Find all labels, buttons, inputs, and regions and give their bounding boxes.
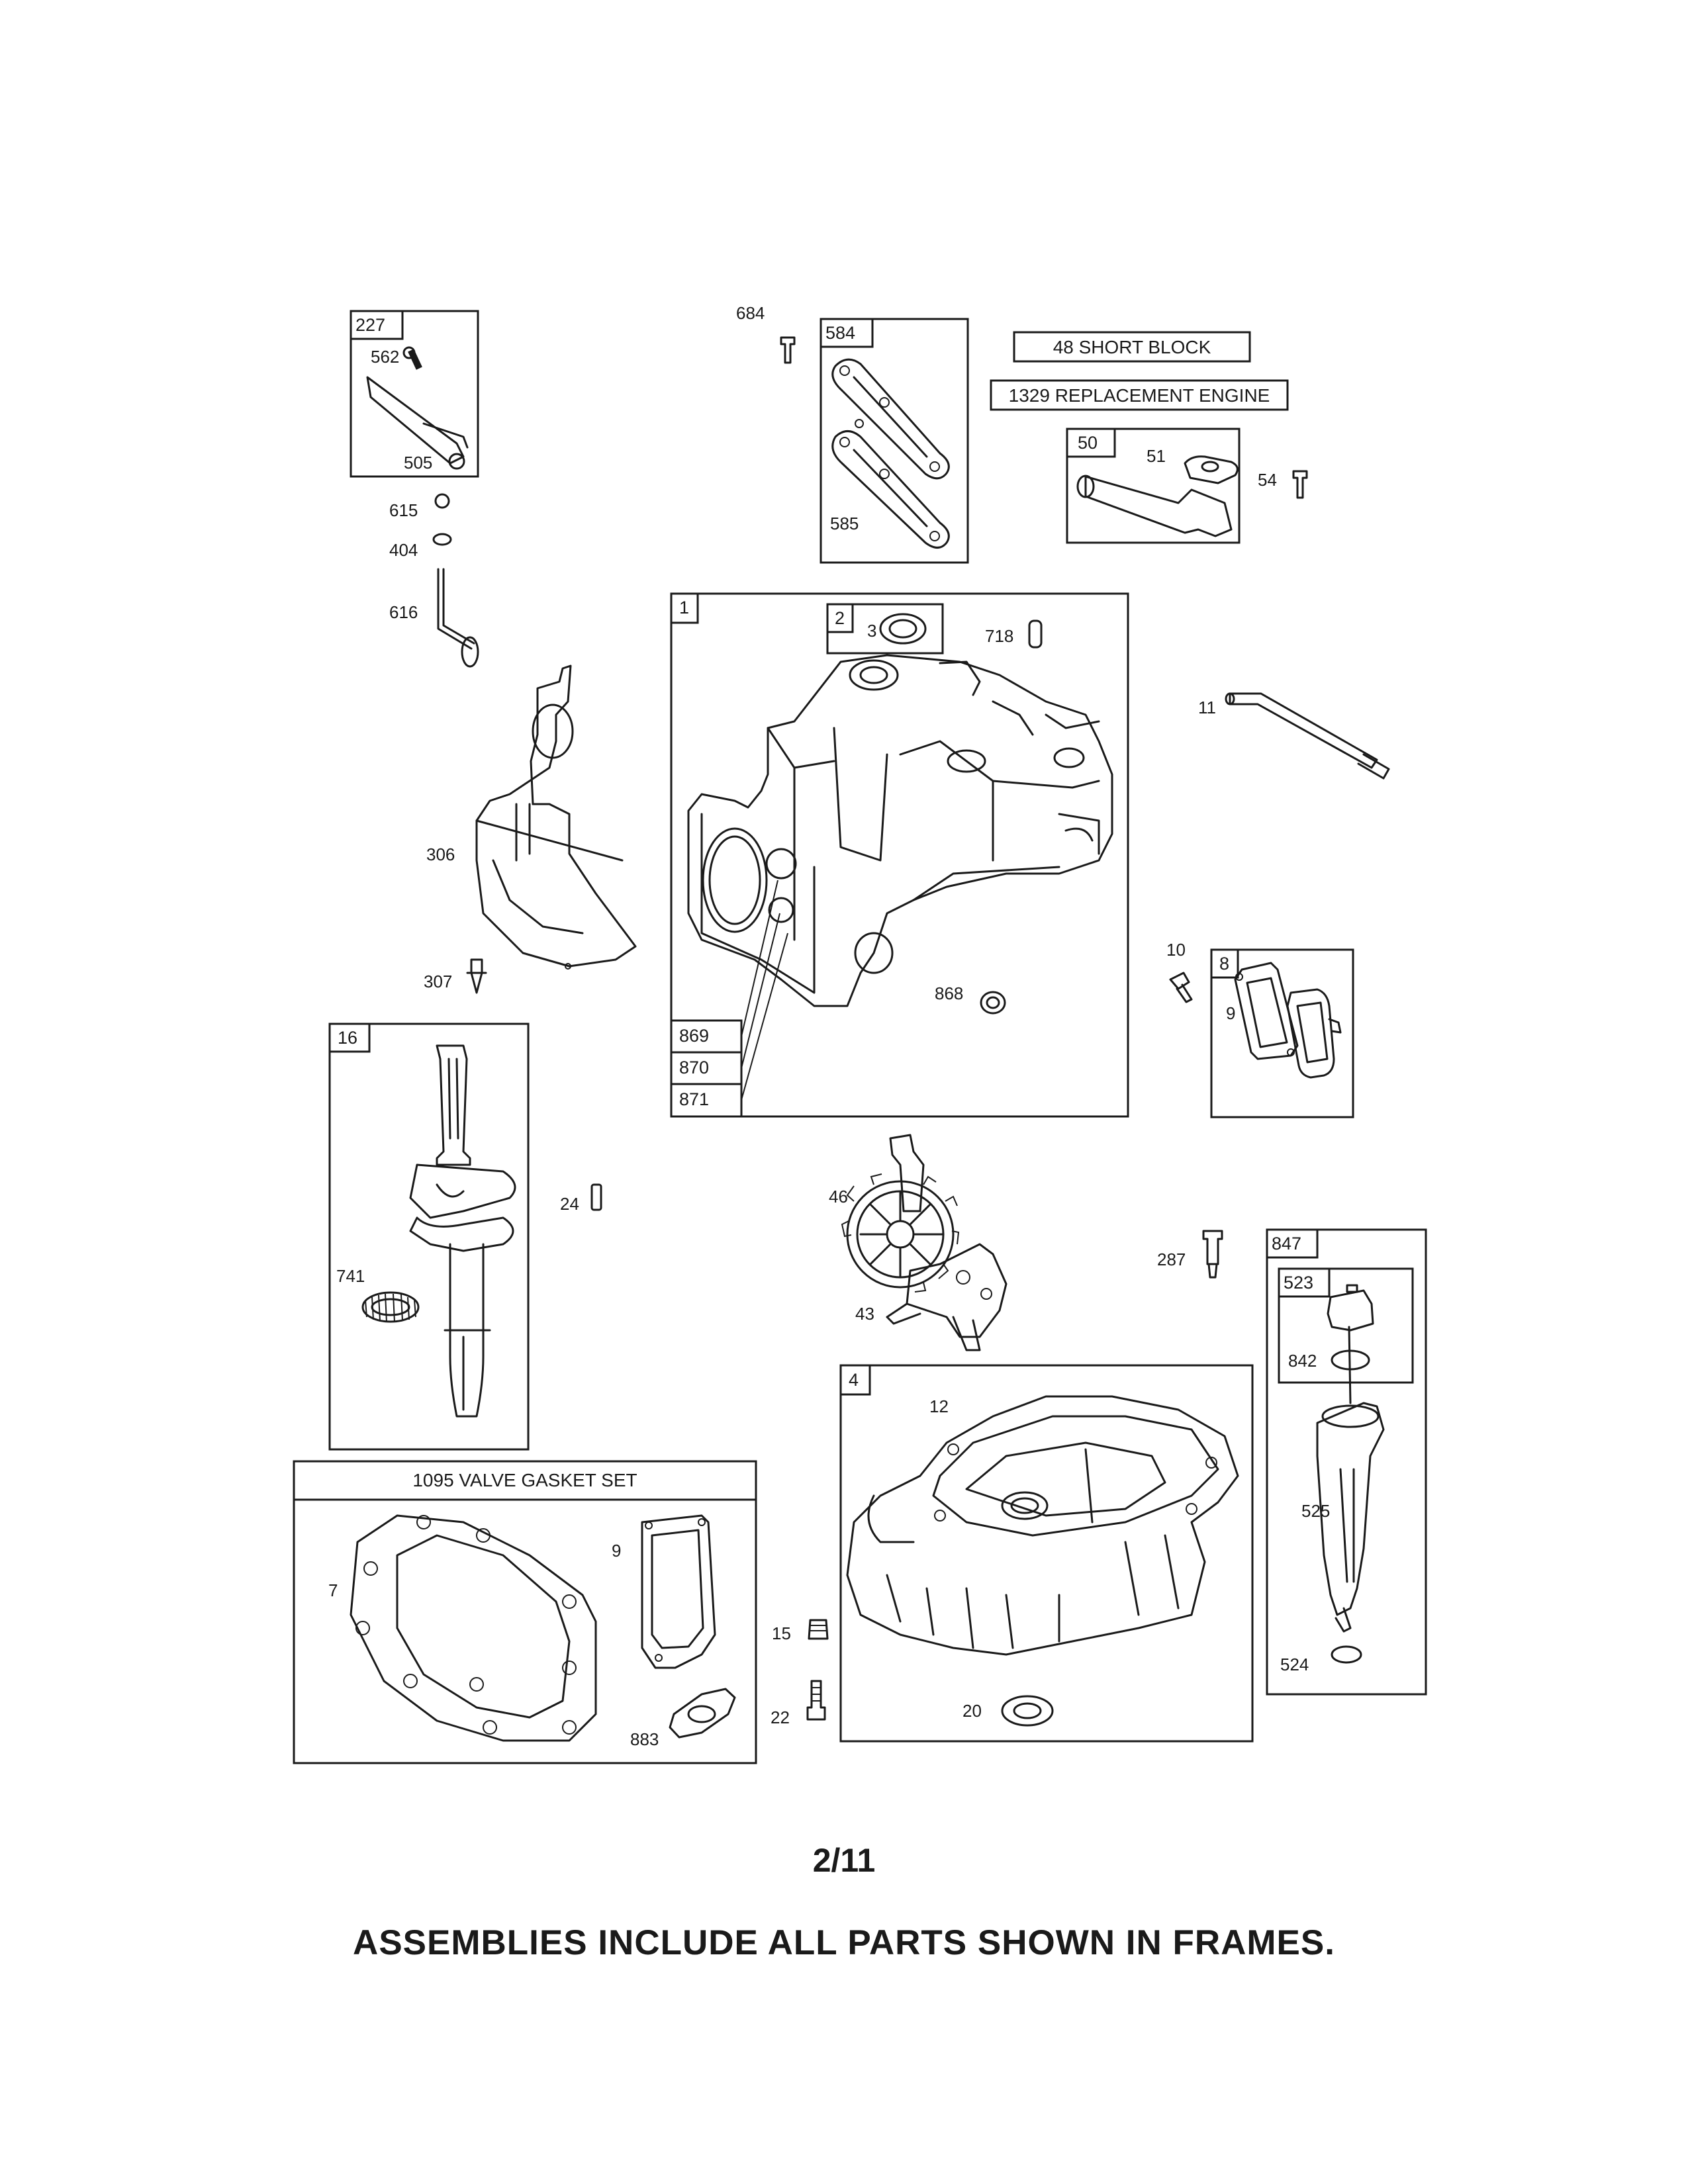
part-585: 585 bbox=[830, 514, 859, 533]
frame-523 bbox=[1278, 1267, 1414, 1384]
part-718: 718 bbox=[985, 626, 1014, 646]
valve-gasket-set-label: 1095 VALVE GASKET SET bbox=[412, 1470, 637, 1490]
part-9-breather: 9 bbox=[1226, 1003, 1236, 1023]
assemblies-note: ASSEMBLIES INCLUDE ALL PARTS SHOWN IN FR… bbox=[353, 1923, 1335, 1962]
part-3: 3 bbox=[867, 621, 877, 641]
part-741: 741 bbox=[336, 1266, 365, 1286]
part-54: 54 bbox=[1258, 470, 1277, 490]
dipstick-assembly bbox=[1316, 1284, 1385, 1664]
part-24: 24 bbox=[560, 1194, 579, 1214]
short-block-label: 48 SHORT BLOCK bbox=[1053, 337, 1211, 357]
part-46: 46 bbox=[829, 1187, 848, 1206]
frame-847 bbox=[1266, 1228, 1427, 1696]
governor-lever-parts bbox=[366, 346, 479, 668]
camshaft-governor bbox=[841, 1134, 1223, 1351]
breather-cover-parts bbox=[1169, 962, 1342, 1079]
frame-16 bbox=[328, 1023, 530, 1451]
part-562: 562 bbox=[371, 347, 400, 367]
part-404: 404 bbox=[389, 540, 418, 560]
part-883: 883 bbox=[630, 1729, 659, 1749]
frame-tag-847: 847 bbox=[1272, 1234, 1302, 1253]
part-307: 307 bbox=[424, 972, 453, 991]
frame-tag-227: 227 bbox=[355, 315, 386, 335]
frame-tag-4: 4 bbox=[849, 1370, 859, 1390]
intake-gaskets bbox=[780, 336, 950, 549]
frame-tag-16: 16 bbox=[338, 1028, 358, 1048]
part-10: 10 bbox=[1166, 940, 1186, 960]
frame-50 bbox=[1066, 428, 1241, 544]
frame-tag-523: 523 bbox=[1284, 1273, 1314, 1293]
part-505: 505 bbox=[404, 453, 433, 473]
frame-tag-8: 8 bbox=[1219, 954, 1230, 974]
frame-4 bbox=[839, 1364, 1254, 1743]
oil-sump bbox=[806, 1395, 1239, 1727]
frame-1095 bbox=[293, 1460, 757, 1764]
frame-tag-50: 50 bbox=[1078, 433, 1098, 453]
part-51: 51 bbox=[1147, 446, 1166, 466]
part-11: 11 bbox=[1198, 698, 1216, 717]
dipstick-tube-11 bbox=[1225, 692, 1390, 780]
part-7: 7 bbox=[328, 1580, 338, 1600]
part-615: 615 bbox=[389, 500, 418, 520]
breather-assembly bbox=[1076, 455, 1308, 537]
cylinder-block bbox=[687, 613, 1113, 1101]
part-616: 616 bbox=[389, 602, 418, 622]
replacement-engine-label: 1329 REPLACEMENT ENGINE bbox=[1008, 385, 1270, 406]
frame-8 bbox=[1210, 948, 1354, 1118]
assembly-frames bbox=[293, 310, 1427, 1764]
frame-tag-869: 869 bbox=[679, 1026, 710, 1046]
part-525: 525 bbox=[1301, 1501, 1331, 1521]
part-287: 287 bbox=[1157, 1250, 1186, 1269]
part-842: 842 bbox=[1288, 1351, 1317, 1371]
part-43: 43 bbox=[855, 1304, 874, 1324]
frame-584 bbox=[820, 318, 969, 564]
frame-227 bbox=[350, 310, 479, 478]
air-guide-shield bbox=[466, 664, 637, 994]
part-15: 15 bbox=[772, 1623, 791, 1643]
part-524: 524 bbox=[1280, 1655, 1309, 1674]
page-number: 2/11 bbox=[812, 1842, 876, 1879]
crankshaft-16 bbox=[361, 1044, 602, 1418]
part-684: 684 bbox=[736, 303, 765, 323]
frame-1 bbox=[670, 592, 1129, 1118]
part-12: 12 bbox=[929, 1396, 949, 1416]
valve-gasket-set bbox=[350, 1514, 736, 1742]
frame-tag-870: 870 bbox=[679, 1058, 710, 1077]
part-306: 306 bbox=[426, 844, 455, 864]
part-868: 868 bbox=[935, 983, 964, 1003]
kit-1329-box bbox=[990, 379, 1289, 411]
part-22: 22 bbox=[771, 1707, 790, 1727]
part-9-gasket: 9 bbox=[612, 1541, 622, 1561]
frame-tag-584: 584 bbox=[825, 323, 856, 343]
frame-tag-2: 2 bbox=[835, 608, 845, 628]
frame-tag-871: 871 bbox=[679, 1089, 710, 1109]
part-20: 20 bbox=[962, 1701, 982, 1721]
kit-48-box bbox=[1013, 331, 1251, 363]
frame-tag-1: 1 bbox=[679, 598, 690, 617]
